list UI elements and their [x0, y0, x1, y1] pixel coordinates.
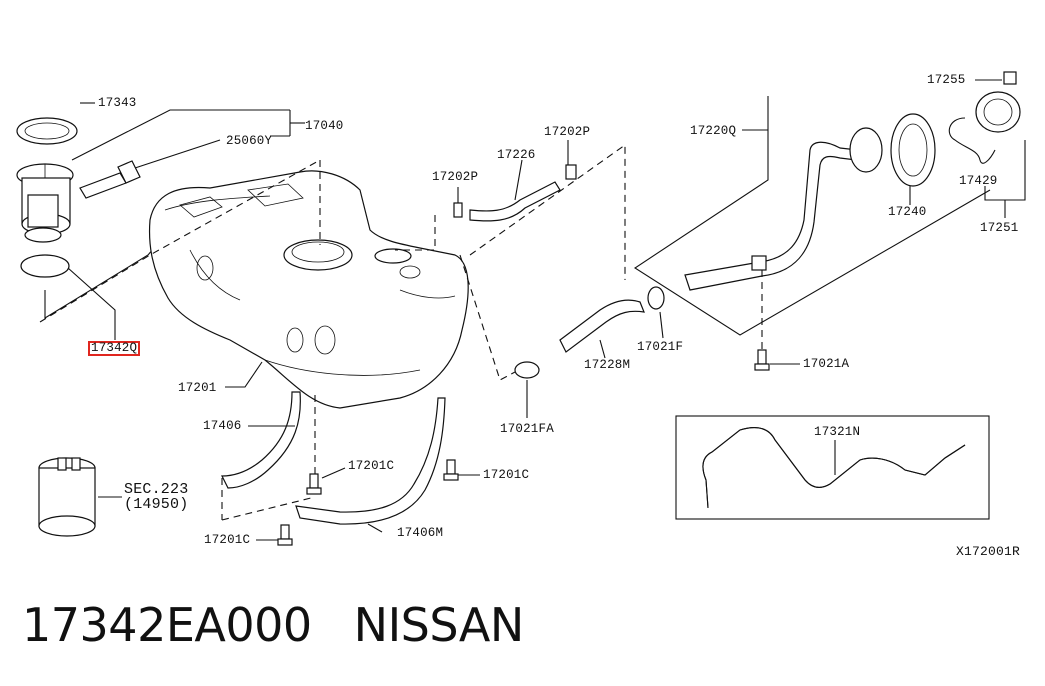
label-25060y: 25060Y — [226, 134, 273, 148]
label-17228m: 17228M — [584, 358, 631, 372]
label-sec223-ref: (14950) — [124, 496, 189, 513]
label-17021fa: 17021FA — [500, 422, 554, 436]
footer-caption: 17342EA000 NISSAN — [22, 598, 524, 652]
fuel-cap-drawing — [948, 71, 1021, 164]
label-17201c-c: 17201C — [204, 533, 251, 547]
label-sec223: SEC.223 — [124, 481, 189, 498]
tank-strap-drawing — [221, 391, 446, 525]
label-17406: 17406 — [203, 419, 242, 433]
evap-canister-drawing — [38, 457, 96, 537]
label-17251: 17251 — [980, 221, 1019, 235]
diagram-code: X172001R — [956, 544, 1021, 559]
evap-tube-drawing — [702, 427, 966, 509]
label-17240: 17240 — [888, 205, 927, 219]
fuel-tank-drawing — [148, 170, 469, 409]
label-17202p-a: 17202P — [432, 170, 479, 184]
part-number: 17342EA000 — [22, 598, 312, 652]
label-17343: 17343 — [98, 96, 137, 110]
label-17021a: 17021A — [803, 357, 850, 371]
label-17429: 17429 — [959, 174, 998, 188]
label-17321n: 17321N — [814, 425, 861, 439]
bolts-drawing — [277, 349, 770, 546]
filler-hose-drawing — [453, 164, 665, 379]
brand-name: NISSAN — [353, 598, 525, 652]
label-17255: 17255 — [927, 73, 966, 87]
fuel-pump-module-drawing — [16, 163, 74, 243]
label-17342q-highlighted[interactable]: 17342Q — [88, 341, 141, 356]
label-17201: 17201 — [178, 381, 217, 395]
label-17040: 17040 — [305, 119, 344, 133]
label-17201c-a: 17201C — [348, 459, 395, 473]
label-17201c-b: 17201C — [483, 468, 530, 482]
fuel-pump-oring-drawing — [20, 254, 70, 278]
fuel-sender-drawing — [79, 160, 141, 199]
label-17226: 17226 — [497, 148, 536, 162]
label-17021f: 17021F — [637, 340, 684, 354]
label-17202p-b: 17202P — [544, 125, 591, 139]
fuel-pump-lock-ring-drawing — [16, 117, 78, 145]
filler-neck-drawing — [684, 113, 936, 291]
label-17220q: 17220Q — [690, 124, 737, 138]
label-17406m: 17406M — [397, 526, 444, 540]
